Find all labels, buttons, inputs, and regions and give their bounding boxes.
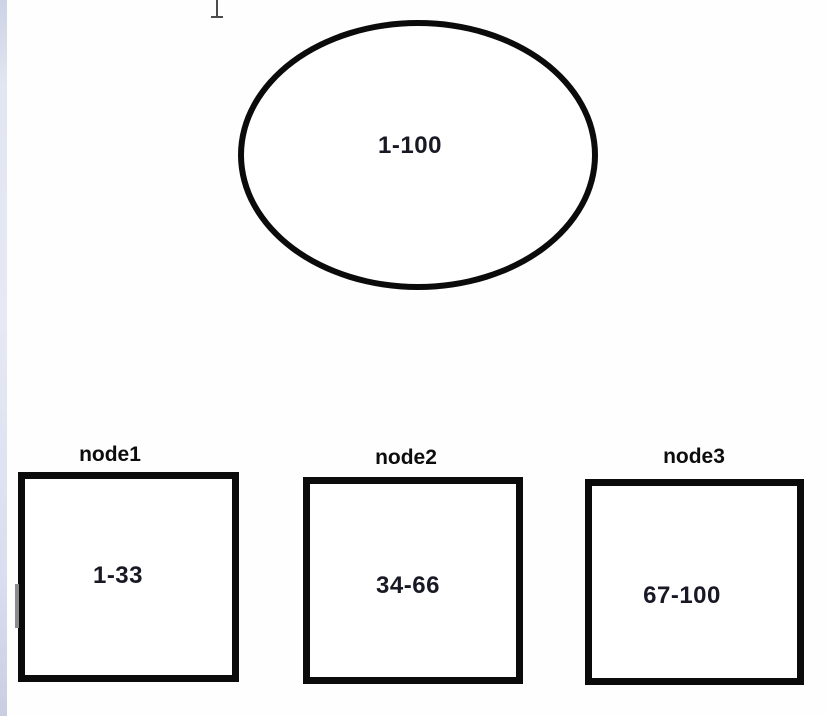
text-cursor-icon [211,0,223,20]
node2-box[interactable] [303,477,523,684]
root-node-label: 1-100 [378,132,442,159]
node3-box[interactable] [585,479,804,685]
page-edge-strip [0,0,7,716]
node3-range-label: 67-100 [643,582,721,609]
node2-title: node2 [375,446,437,469]
node1-box[interactable] [18,472,239,682]
node3-title: node3 [663,445,725,468]
node2-range-label: 34-66 [376,572,440,599]
box1-border-smudge [15,584,19,628]
text-cursor-foot [211,16,223,18]
root-ellipse-node[interactable]: 1-100 [238,20,598,290]
node1-title: node1 [79,443,141,466]
text-cursor-stem [216,0,218,17]
node1-range-label: 1-33 [92,562,144,589]
